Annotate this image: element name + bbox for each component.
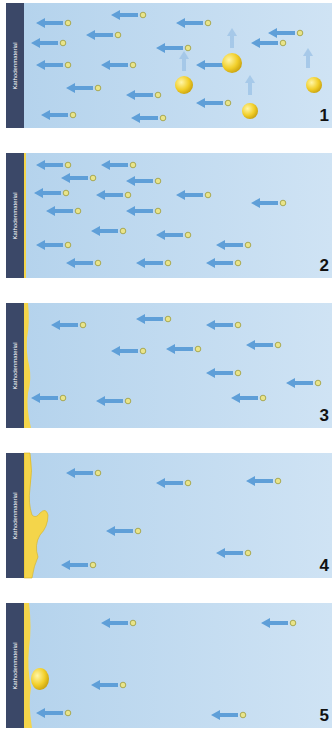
- panel-5: [6, 603, 332, 728]
- panel-number: 1: [320, 107, 329, 124]
- panel-1: [6, 3, 332, 128]
- panel-number: 5: [320, 707, 329, 724]
- material-label: Kathodenmaterial: [12, 342, 18, 389]
- material-label: Kathodenmaterial: [12, 192, 18, 239]
- panel-number: 4: [320, 557, 329, 574]
- material-label: Kathodenmaterial: [12, 642, 18, 689]
- panel-3: [6, 303, 332, 428]
- cathode-strip: Kathodenmaterial: [6, 453, 24, 578]
- panel-number: 3: [320, 407, 329, 424]
- material-label: Kathodenmaterial: [12, 492, 18, 539]
- cathode-strip: Kathodenmaterial: [6, 603, 24, 728]
- cathode-strip: Kathodenmaterial: [6, 3, 24, 128]
- panel-4: [6, 453, 332, 578]
- panel-2: [6, 153, 332, 278]
- material-label: Kathodenmaterial: [12, 42, 18, 89]
- cathode-strip: Kathodenmaterial: [6, 303, 24, 428]
- cathode-strip: Kathodenmaterial: [6, 153, 24, 278]
- panel-number: 2: [320, 257, 329, 274]
